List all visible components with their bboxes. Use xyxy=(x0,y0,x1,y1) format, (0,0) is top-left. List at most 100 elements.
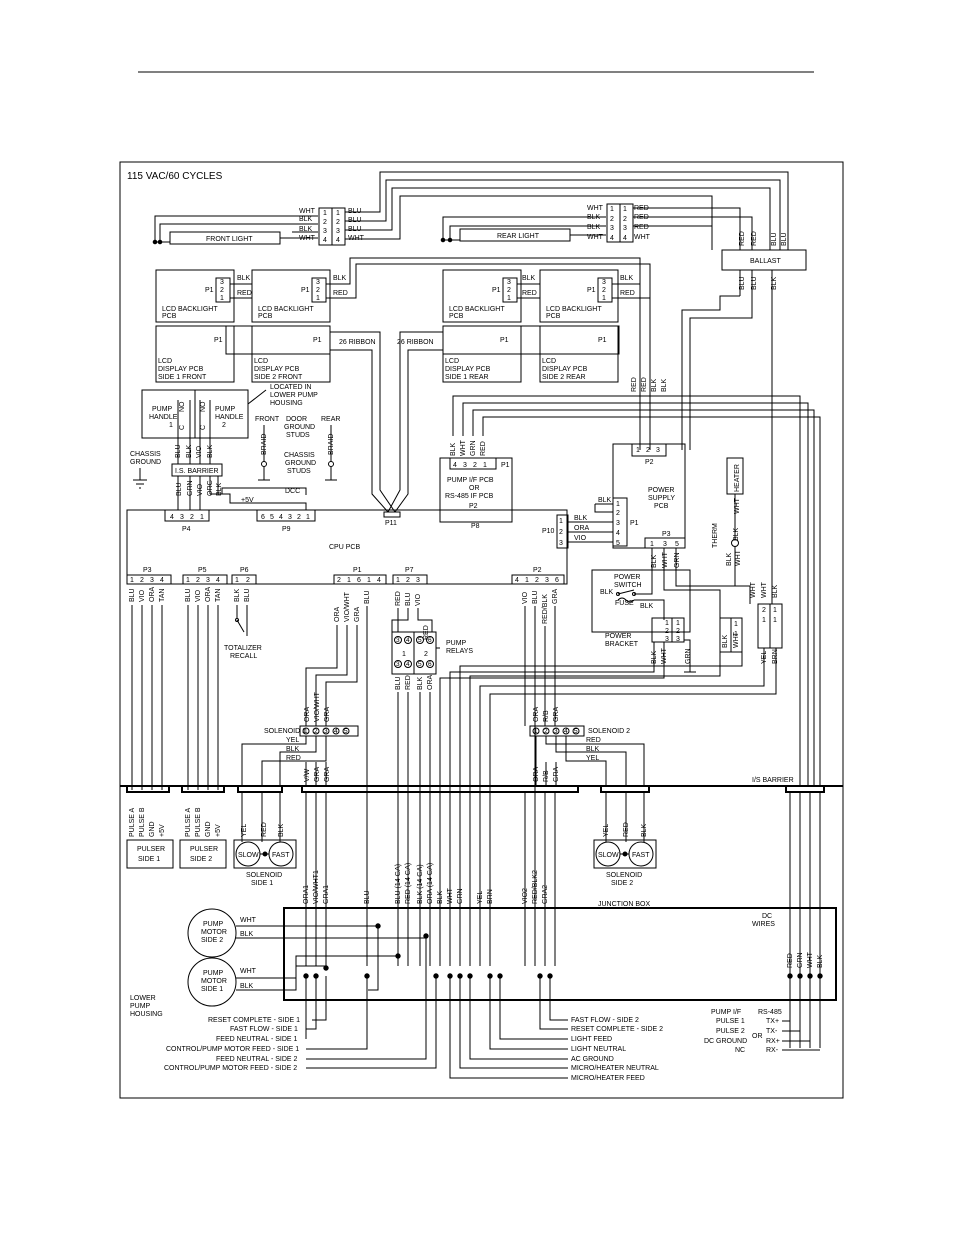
svg-text:RESET COMPLETE - SIDE 1: RESET COMPLETE - SIDE 1 xyxy=(208,1017,300,1024)
svg-text:3: 3 xyxy=(507,279,511,286)
svg-text:P1: P1 xyxy=(500,337,509,344)
svg-text:P1: P1 xyxy=(598,337,607,344)
svg-text:1: 1 xyxy=(323,210,327,217)
svg-text:PULSE 1: PULSE 1 xyxy=(716,1018,745,1025)
svg-text:PCB: PCB xyxy=(258,313,273,320)
svg-text:WHT: WHT xyxy=(733,631,740,648)
svg-text:WHT: WHT xyxy=(734,497,741,514)
svg-text:C: C xyxy=(200,425,207,430)
svg-text:2: 2 xyxy=(616,510,620,517)
svg-text:BLK: BLK xyxy=(522,275,536,282)
svg-text:GRA: GRA xyxy=(553,767,560,783)
svg-text:PUMP: PUMP xyxy=(203,970,224,977)
svg-text:YEL: YEL xyxy=(286,737,299,744)
svg-text:SLOW: SLOW xyxy=(598,852,619,859)
svg-text:3: 3 xyxy=(656,447,660,454)
svg-text:3: 3 xyxy=(665,636,669,643)
svg-text:6: 6 xyxy=(428,661,432,668)
svg-text:1: 1 xyxy=(525,577,529,584)
svg-text:WHT: WHT xyxy=(240,917,257,924)
svg-text:REAR LIGHT: REAR LIGHT xyxy=(497,233,540,240)
svg-text:CPU PCB: CPU PCB xyxy=(329,544,360,551)
svg-text:RESET COMPLETE - SIDE 2: RESET COMPLETE - SIDE 2 xyxy=(571,1026,663,1033)
svg-text:HEATER: HEATER xyxy=(734,464,741,492)
svg-text:4: 4 xyxy=(515,577,519,584)
svg-text:GRA: GRA xyxy=(553,707,560,723)
svg-text:1: 1 xyxy=(602,295,606,302)
svg-text:P5: P5 xyxy=(198,567,207,574)
svg-text:R/B: R/B xyxy=(543,710,550,722)
svg-text:3: 3 xyxy=(554,728,558,735)
lcd-display-3: P1 LCD DISPLAY PCB SIDE 1 REAR xyxy=(442,325,620,383)
svg-text:4: 4 xyxy=(216,577,220,584)
svg-text:4: 4 xyxy=(336,237,340,244)
svg-text:VIO/WHT: VIO/WHT xyxy=(314,691,321,722)
svg-text:1: 1 xyxy=(483,462,487,469)
svg-text:2: 2 xyxy=(507,287,511,294)
svg-text:DC: DC xyxy=(762,913,772,920)
backlight-pcb-1: P1 3 2 1 LCD BACKLIGHT PCB BLK RED xyxy=(155,269,252,323)
svg-text:4: 4 xyxy=(323,237,327,244)
svg-text:P1: P1 xyxy=(501,462,510,469)
svg-text:BLK: BLK xyxy=(726,552,733,566)
svg-text:OR: OR xyxy=(469,485,480,492)
svg-text:POWER: POWER xyxy=(648,487,674,494)
svg-text:WHT: WHT xyxy=(662,551,669,568)
svg-text:DISPLAY PCB: DISPLAY PCB xyxy=(445,366,491,373)
lower-pump-housing-label: LOWER PUMP HOUSING xyxy=(130,995,163,1018)
svg-text:SIDE 2: SIDE 2 xyxy=(190,856,212,863)
svg-text:MOTOR: MOTOR xyxy=(201,929,227,936)
pump-if-pcb: 4 3 2 1 P1 PUMP I/F PCB OR RS-485 IF PCB… xyxy=(439,395,821,786)
svg-text:SIDE 2: SIDE 2 xyxy=(201,937,223,944)
svg-text:SIDE 1: SIDE 1 xyxy=(138,856,160,863)
svg-text:4: 4 xyxy=(406,637,410,644)
svg-text:BLU: BLU xyxy=(364,890,371,904)
svg-text:VIO: VIO xyxy=(415,593,422,606)
svg-text:4: 4 xyxy=(160,577,164,584)
svg-text:5: 5 xyxy=(344,728,348,735)
svg-text:BLK: BLK xyxy=(333,275,347,282)
svg-text:VIO: VIO xyxy=(522,591,529,604)
svg-text:ORA: ORA xyxy=(533,707,540,723)
svg-text:SOLENOID: SOLENOID xyxy=(606,872,642,879)
pump-handles: PUMP HANDLE 1 NO C PUMP HANDLE 2 NO C BL… xyxy=(141,384,318,464)
svg-text:RED: RED xyxy=(423,625,430,640)
junction-box: JUNCTION BOX DC WIRES RED GRN WHT BLK xyxy=(283,792,837,1048)
svg-text:5: 5 xyxy=(616,540,620,547)
svg-text:BLU (14 GA): BLU (14 GA) xyxy=(395,864,402,904)
svg-text:3: 3 xyxy=(220,279,224,286)
cpu-pcb: CPU PCB 4 3 2 1 P4 6 5 4 3 2 1 P9 P8 xyxy=(126,509,568,585)
svg-text:BLU: BLU xyxy=(751,276,758,290)
cpu-connector-p5: P5 1 2 3 4 BLU VIO ORA TAN xyxy=(182,567,228,790)
svg-text:I.S. BARRIER: I.S. BARRIER xyxy=(175,468,219,475)
svg-text:LIGHT NEUTRAL: LIGHT NEUTRAL xyxy=(571,1046,626,1053)
svg-text:WHT: WHT xyxy=(587,234,604,241)
svg-text:BLK: BLK xyxy=(587,214,601,221)
mid-callouts: FAST FLOW - SIDE 2 RESET COMPLETE - SIDE… xyxy=(449,976,663,1082)
lcd-display-2: P1 LCD DISPLAY PCB SIDE 2 FRONT xyxy=(251,325,331,383)
svg-text:GROUND: GROUND xyxy=(130,459,161,466)
svg-text:RED: RED xyxy=(631,377,638,392)
svg-text:RED: RED xyxy=(739,231,746,246)
svg-text:2: 2 xyxy=(762,607,766,614)
svg-text:BLK: BLK xyxy=(722,634,729,648)
svg-text:ORG: ORG xyxy=(207,480,214,496)
svg-text:BLK: BLK xyxy=(450,442,457,456)
svg-text:PULSE B: PULSE B xyxy=(195,807,202,837)
svg-text:PULSE A: PULSE A xyxy=(129,807,136,837)
svg-text:RED: RED xyxy=(641,377,648,392)
svg-text:BLK: BLK xyxy=(240,983,254,990)
svg-text:GRN: GRN xyxy=(685,648,692,664)
solenoid-1-connector: 1 2 3 4 5 SOLENOID 1 ORA VIO/WHT GRA YEL… xyxy=(241,691,359,786)
svg-text:LCD: LCD xyxy=(445,358,459,365)
svg-text:2: 2 xyxy=(337,577,341,584)
svg-text:BLK: BLK xyxy=(587,224,601,231)
svg-text:P2: P2 xyxy=(469,503,478,510)
svg-text:RED (14 GA): RED (14 GA) xyxy=(405,863,412,904)
svg-text:MICRO/HEATER NEUTRAL: MICRO/HEATER NEUTRAL xyxy=(571,1065,659,1072)
heater: HEATER WHT THERM BLK BLK WHT xyxy=(712,457,744,575)
svg-text:RED: RED xyxy=(620,290,635,297)
svg-text:NC: NC xyxy=(735,1047,745,1054)
svg-text:GROUND: GROUND xyxy=(285,460,316,467)
